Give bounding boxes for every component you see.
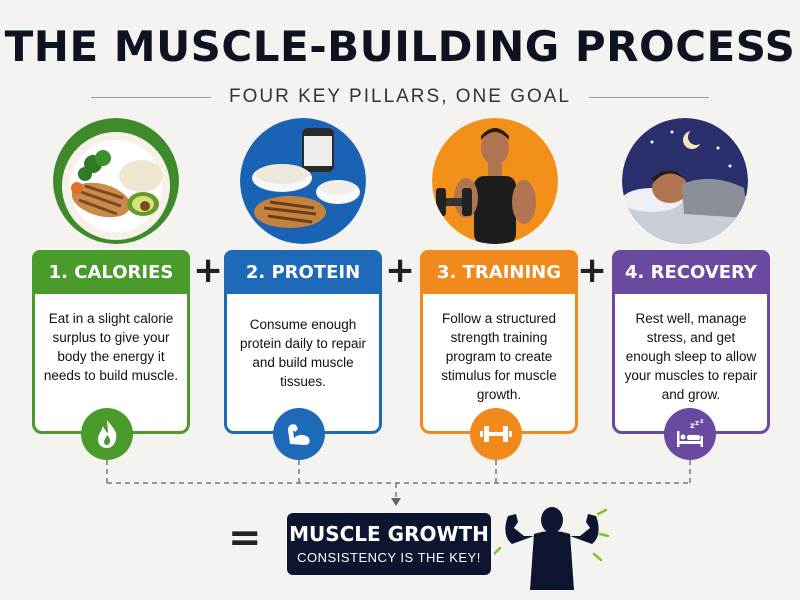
sleeping-bed-icon: z z z [664, 408, 716, 460]
pillar-header: 2. PROTEIN [224, 250, 382, 294]
pillar-description: Follow a structured strength training pr… [441, 311, 557, 402]
pillar-header: 1. CALORIES [32, 250, 190, 294]
page-title: THE MUSCLE-BUILDING PROCESS [4, 22, 796, 71]
plus-sign: + [385, 250, 416, 291]
page-subtitle: FOUR KEY PILLARS, ONE GOAL [228, 86, 572, 107]
pillar-card-calories: 1. CALORIES Eat in a slight calorie surp… [32, 250, 190, 434]
flexed-arm-icon [273, 408, 325, 460]
svg-text:z: z [690, 421, 695, 430]
pillar-header: 4. RECOVERY [612, 250, 770, 294]
svg-text:z: z [700, 419, 704, 425]
dumbbell-icon [470, 408, 522, 460]
protein-foods-illustration [240, 118, 366, 244]
plus-sign: + [193, 250, 224, 291]
pillar-description: Consume enough protein daily to repair a… [239, 317, 367, 389]
lifting-man-illustration [432, 118, 558, 244]
pillar-card-protein: 2. PROTEIN Consume enough protein daily … [224, 250, 382, 434]
plus-sign: + [577, 250, 608, 291]
pillar-header: 3. TRAINING [420, 250, 578, 294]
flexing-silhouette [494, 507, 610, 590]
divider-left [90, 96, 211, 98]
result-subtitle: CONSISTENCY IS THE KEY! [297, 550, 481, 565]
result-title: MUSCLE GROWTH [289, 522, 489, 546]
flame-icon [81, 408, 133, 460]
subtitle-row: FOUR KEY PILLARS, ONE GOAL [0, 86, 800, 108]
svg-text:z: z [695, 419, 699, 427]
result-box: MUSCLE GROWTH CONSISTENCY IS THE KEY! [287, 513, 491, 575]
pillar-description: Eat in a slight calorie surplus to give … [43, 311, 179, 383]
pillar-card-training: 3. TRAINING Follow a structured strength… [420, 250, 578, 434]
pillar-description: Rest well, manage stress, and get enough… [624, 311, 758, 402]
divider-right [589, 96, 710, 98]
arrow-down-icon [391, 498, 401, 506]
equals-sign: = [228, 515, 262, 561]
sleeping-man-illustration [622, 118, 748, 244]
meal-plate-illustration [53, 118, 179, 244]
